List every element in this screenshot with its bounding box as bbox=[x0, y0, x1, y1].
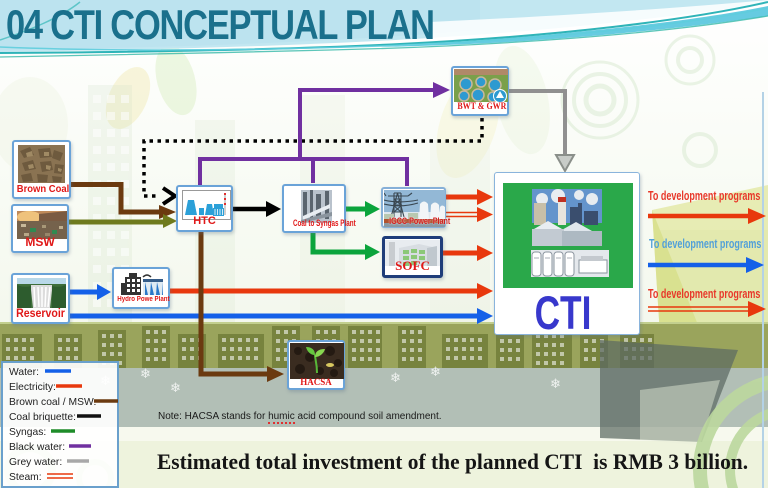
svg-text:❄: ❄ bbox=[140, 366, 151, 381]
svg-text:Steam:: Steam: bbox=[9, 472, 42, 483]
svg-text:Water:: Water: bbox=[9, 367, 39, 378]
svg-text:Grey water:: Grey water: bbox=[9, 457, 62, 468]
svg-text:Coal briquette:: Coal briquette: bbox=[9, 412, 76, 423]
svg-text:Electricity:: Electricity: bbox=[9, 382, 56, 393]
svg-text:❄: ❄ bbox=[390, 370, 401, 385]
svg-text:❄: ❄ bbox=[430, 364, 441, 379]
svg-text:Syngas:: Syngas: bbox=[9, 427, 46, 438]
svg-text:Black water:: Black water: bbox=[9, 442, 65, 453]
svg-text:❄: ❄ bbox=[550, 376, 561, 391]
svg-text:❄: ❄ bbox=[170, 380, 181, 395]
svg-text:Brown coal / MSW:: Brown coal / MSW: bbox=[9, 397, 96, 408]
